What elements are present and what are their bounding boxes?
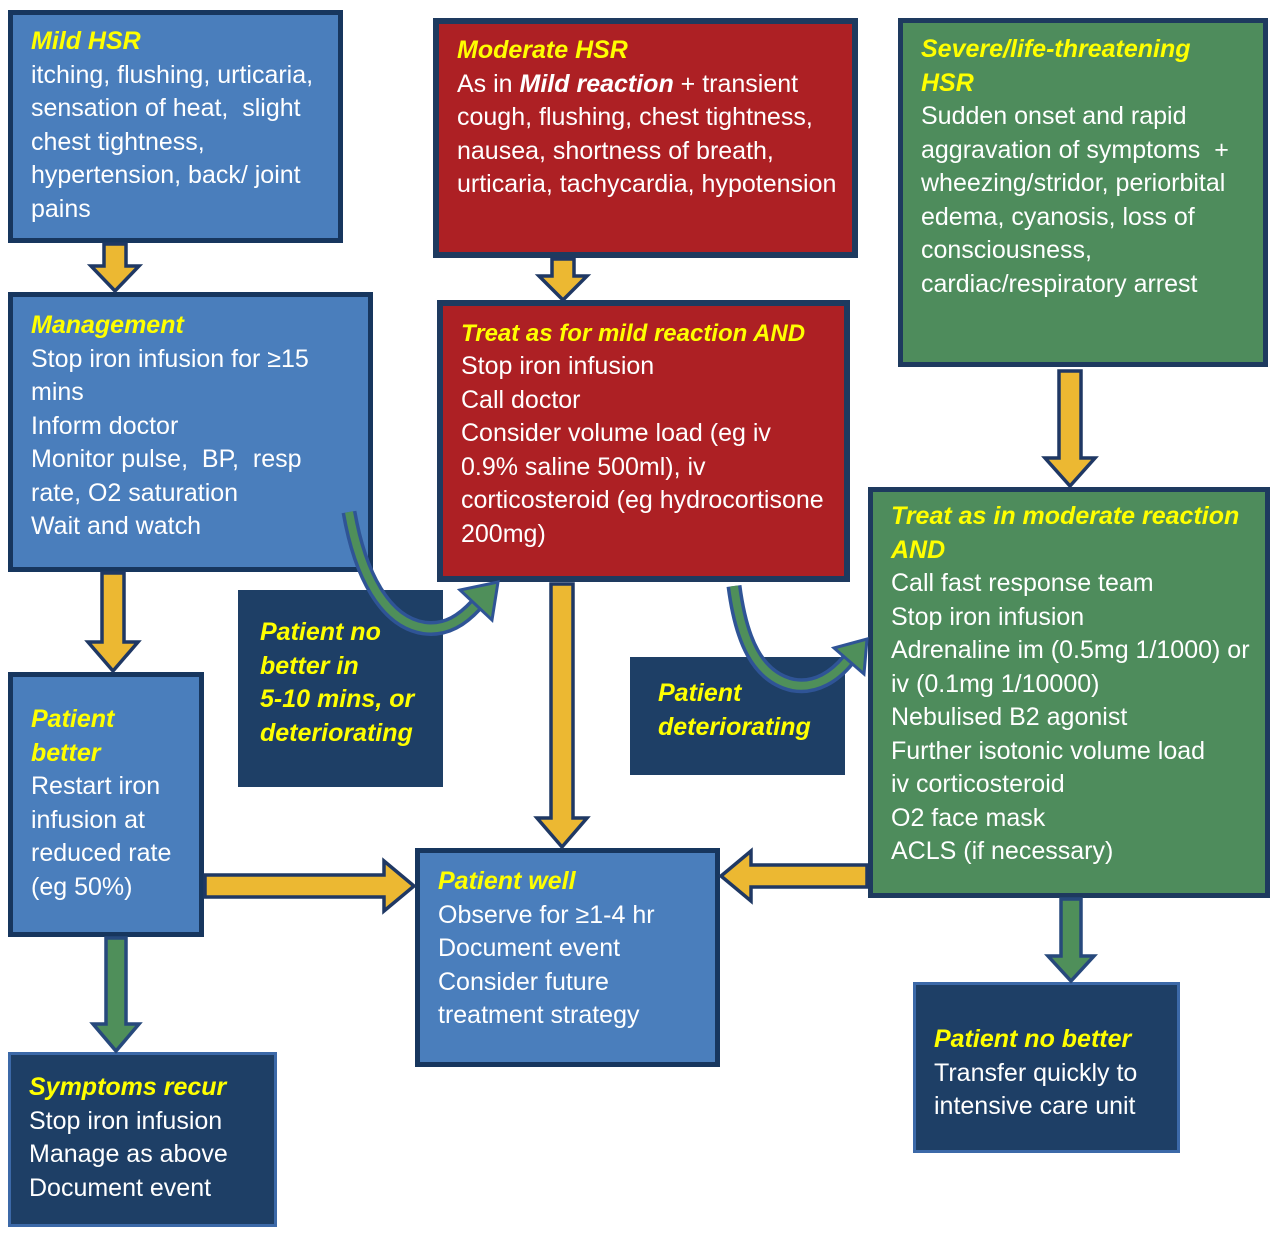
treat-mild-step: Consider volume load (eg iv 0.9% saline … xyxy=(461,419,831,548)
arrow-treat-mild-to-patient-well xyxy=(533,582,591,850)
arrow-treat-moderate-to-patient-well xyxy=(718,847,869,905)
arrow-mild-to-management xyxy=(86,242,144,294)
treat-moderate-step: Further isotonic volume load xyxy=(891,736,1206,765)
management-step: Monitor pulse, BP, resp rate, O2 saturat… xyxy=(31,445,309,507)
treat-mild-title: Treat as for mild reaction AND xyxy=(461,320,806,347)
arrow-treat-moderate-to-icu xyxy=(1044,897,1098,984)
treat-mild-step: Stop iron infusion xyxy=(461,352,655,381)
management-step: Stop iron infusion for ≥15 mins xyxy=(31,344,316,407)
moderate-hsr-title: Moderate HSR xyxy=(457,36,628,64)
patient-no-better-5-10-label: Patient no better in 5-10 mins, or deter… xyxy=(238,590,443,787)
treat-moderate-step: Nebulised B2 agonist xyxy=(891,703,1128,731)
label-text: Patient xyxy=(658,679,742,707)
symptoms-recur-step: Stop iron infusion xyxy=(29,1106,223,1135)
label-text: deteriorating xyxy=(658,712,811,741)
mild-hsr-title: Mild HSR xyxy=(31,27,141,55)
arrow-patient-better-to-symptoms-recur xyxy=(89,936,143,1054)
treat-moderate-step: O2 face mask xyxy=(891,803,1046,832)
mild-hsr-symptoms: itching, flushing, urticaria, sensation … xyxy=(31,60,321,223)
treat-mild-reaction-box: Treat as for mild reaction AND Stop iron… xyxy=(437,300,850,582)
label-text: deteriorating xyxy=(260,718,413,747)
arrow-management-to-patient-better xyxy=(84,571,142,674)
patient-better-action: Restart iron infusion at reduced rate (e… xyxy=(31,772,179,901)
severe-hsr-box: Severe/life-threatening HSR Sudden onset… xyxy=(898,18,1268,367)
treat-moderate-step: Stop iron infusion xyxy=(891,602,1085,631)
management-title: Management xyxy=(31,311,184,339)
patient-well-step: Observe for ≥1-4 hr xyxy=(438,900,655,929)
treat-moderate-step: Call fast response team xyxy=(891,569,1154,597)
patient-better-title: Patient better xyxy=(31,705,115,767)
label-text: Patient no xyxy=(260,618,381,646)
patient-deteriorating-label: Patient deteriorating xyxy=(630,657,845,775)
treat-moderate-title: Treat as in moderate reaction AND xyxy=(891,502,1240,564)
patient-well-title: Patient well xyxy=(438,867,576,895)
patient-no-better-action: Transfer quickly to intensive care unit xyxy=(934,1058,1145,1121)
severe-hsr-title: Severe/life-threatening HSR xyxy=(921,35,1191,97)
moderate-symptoms-prefix: As in xyxy=(457,69,520,98)
patient-well-step: Document event xyxy=(438,934,621,962)
mild-hsr-box: Mild HSR itching, flushing, urticaria, s… xyxy=(8,10,343,243)
symptoms-recur-box: Symptoms recur Stop iron infusion Manage… xyxy=(8,1052,277,1227)
treat-mild-step: Call doctor xyxy=(461,385,581,414)
symptoms-recur-step: Manage as above xyxy=(29,1140,228,1168)
treat-moderate-step: ACLS (if necessary) xyxy=(891,837,1114,865)
patient-well-step: Consider future treatment strategy xyxy=(438,967,640,1030)
symptoms-recur-step: Document event xyxy=(29,1173,212,1202)
moderate-symptoms-emphasis: Mild reaction xyxy=(519,69,674,98)
patient-no-better-icu-box: Patient no better Transfer quickly to in… xyxy=(913,982,1180,1153)
symptoms-recur-title: Symptoms recur xyxy=(29,1073,227,1101)
moderate-symptoms-suffix: + transient cough, flushing, chest tight… xyxy=(457,69,837,199)
management-box: Management Stop iron infusion for ≥15 mi… xyxy=(8,292,373,572)
patient-better-box: Patient better Restart iron infusion at … xyxy=(8,672,204,937)
patient-well-box: Patient well Observe for ≥1-4 hr Documen… xyxy=(415,848,720,1067)
arrow-moderate-to-treat-mild xyxy=(534,257,592,303)
severe-hsr-symptoms: Sudden onset and rapid aggravation of sy… xyxy=(921,102,1236,298)
moderate-hsr-symptoms: As in Mild reaction + transient cough, f… xyxy=(457,68,838,202)
arrow-severe-to-treat-moderate xyxy=(1041,369,1099,489)
patient-no-better-title: Patient no better xyxy=(934,1025,1132,1053)
management-step: Inform doctor xyxy=(31,411,179,440)
management-step: Wait and watch xyxy=(31,512,201,540)
treat-moderate-reaction-box: Treat as in moderate reaction AND Call f… xyxy=(868,487,1270,898)
label-text: 5-10 mins, or xyxy=(260,685,415,713)
arrow-patient-better-to-patient-well xyxy=(203,857,417,915)
moderate-hsr-box: Moderate HSR As in Mild reaction + trans… xyxy=(433,18,858,258)
label-text: better in xyxy=(260,651,359,680)
treat-moderate-step: iv corticosteroid xyxy=(891,770,1065,798)
treat-moderate-step: Adrenaline im (0.5mg 1/1000) or iv (0.1m… xyxy=(891,636,1257,698)
